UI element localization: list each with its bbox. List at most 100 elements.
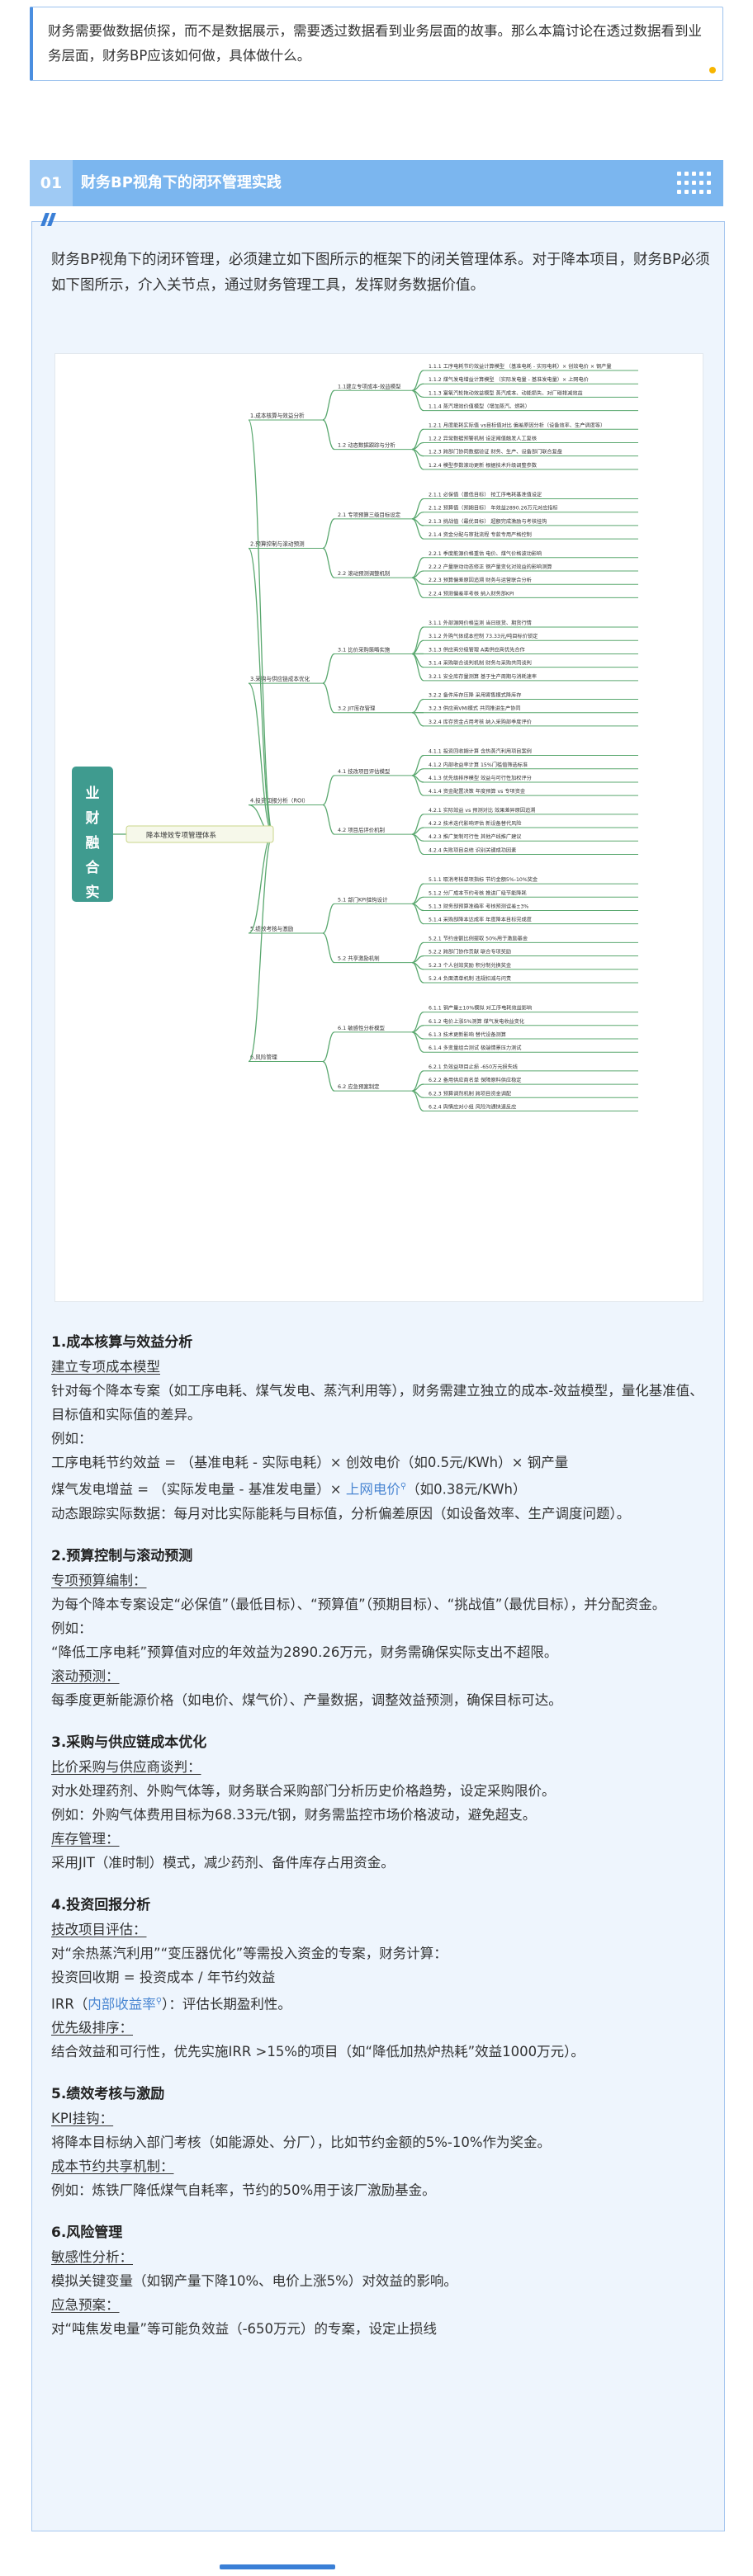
body-line: 煤气发电增益 = （实际发电量 - 基准发电量）× 上网电价⚲（如0.38元/K… [51, 1481, 527, 1498]
mindmap-l1-label: 5.绩效考核与激励 [250, 925, 294, 932]
mindmap-leaf-label: 4.2.3 推广复制可行性 其他产线推广建议 [429, 833, 522, 840]
section-heading: 3.采购与供应链成本优化 [51, 1734, 207, 1751]
mindmap-leaf-label: 4.1.4 资金配置决策 年度预算 vs 专项资金 [429, 788, 526, 795]
term-link[interactable]: 上网电价 [345, 1481, 400, 1498]
mindmap-l2-connector [322, 932, 335, 964]
section-heading: 6.风险管理 [51, 2225, 123, 2241]
mindmap-leaf-label: 4.1.3 优先级排序模型 效益与可行性加权评分 [429, 775, 532, 781]
subheading: 敏感性分析： [51, 2249, 133, 2265]
mindmap-leaf-label: 3.1.1 外部源网价格监测 当日现货、期货行情 [429, 620, 532, 626]
body-line: 投资回收期 = 投资成本 / 年节约效益 [51, 1969, 276, 1985]
subheading: 库存管理： [51, 1830, 120, 1847]
mindmap-leaf-label: 5.2.2 跨部门协作贡献 联合专项奖励 [429, 949, 511, 955]
mindmap-leaf-connector [411, 653, 424, 682]
body-line: 对“余热蒸汽利用”“变压器优化”等需投入资金的专案，财务计算： [51, 1945, 448, 1961]
search-icon[interactable]: ⚲ [400, 1482, 407, 1491]
mindmap-l2-connector [322, 547, 335, 578]
subheading: KPI挂钩： [51, 2111, 114, 2126]
section-header: 01 财务BP视角下的闭环管理实践 [30, 160, 723, 206]
search-icon[interactable]: ⚲ [155, 1996, 163, 2006]
mindmap-leaf-label: 2.1.4 资金分配与审批流程 专款专用严格控制 [429, 531, 532, 538]
mindmap-leaf-label: 6.1.4 多变量组合测试 极端情景压力测试 [429, 1045, 522, 1051]
mindmap-leaf-connector [411, 577, 424, 599]
body-line: 模拟关键变量（如钢产量下降10%、电价上涨5%）对效益的影响。 [51, 2273, 457, 2289]
mindmap-l2-label: 3.1 比价采购策略实施 [338, 645, 391, 653]
subheading: 优先级排序： [51, 2020, 133, 2036]
subheading: 成本节约共享机制： [51, 2158, 174, 2174]
section-heading: 2.预算控制与滚动预测 [51, 1547, 193, 1564]
mindmap-leaf-label: 3.1.4 采购联合谈判机制 财务与采购共同谈判 [429, 660, 532, 667]
mindmap-l2-connector [322, 775, 335, 806]
mindmap-l2-label: 1.1建立专项成本-效益模型 [338, 382, 401, 389]
mindmap-l1-connector [248, 833, 274, 1063]
mindmap-leaf-connector [411, 903, 424, 925]
mindmap-l1-label: 4.投资回报分析（ROI） [250, 797, 309, 804]
mindmap-l1-connector [248, 419, 274, 835]
body-line: 例如：外购气体费用目标为68.33元/t钢，财务需监控市场价格波动，避免超支。 [51, 1806, 537, 1823]
mindmap-root-char: 践 [86, 908, 100, 926]
body-line: 采用JIT（准时制）模式，减少药剂、备件库存占用资金。 [51, 1854, 395, 1871]
grid-dots-icon [677, 172, 712, 195]
mindmap-leaf-label: 4.1.2 内部收益率计算 15%门槛值筛选标准 [429, 762, 528, 768]
mindmap-leaf-label: 6.1.3 技术更新影响 替代设备测算 [429, 1031, 506, 1038]
mindmap-root-char: 融 [86, 835, 100, 852]
intro-callout: 财务需要做数据侦探，而不是数据展示，需要透过数据看到业务层面的故事。那么本篇讨论… [30, 7, 723, 81]
subheading: 应急预案： [51, 2297, 120, 2313]
mindmap-l2-connector [322, 1031, 335, 1063]
mindmap-leaf-label: 1.1.3 富氧汽轮拖动效益模型 蒸汽成本、动能损失、对厂碳排减效益 [429, 389, 583, 396]
mindmap-leaf-label: 4.2.2 技术迭代影响评估 新设备替代风险 [429, 820, 522, 827]
mindmap-root-char: 合 [86, 859, 101, 876]
body-line: 每季度更新能源价格（如电价、煤气价）、产量数据，调整效益预测，确保目标可达。 [51, 1691, 562, 1708]
term-link[interactable]: 内部收益率 [88, 1996, 156, 2012]
mindmap-leaf-label: 5.2.4 负面清单机制 违规扣减与问责 [429, 975, 511, 982]
intro-dot [709, 67, 716, 73]
intro-text: 财务需要做数据侦探，而不是数据展示，需要透过数据看到业务层面的故事。那么本篇讨论… [48, 23, 702, 64]
mindmap-leaf-label: 1.1.1 工序电耗节约效益计算模型 （基准电耗 - 实际电耗）× 创效电价 ×… [429, 363, 612, 370]
scroll-indicator [220, 2564, 335, 2569]
mindmap-leaf-connector [411, 962, 424, 984]
mindmap-leaf-label: 3.2.1 安全库存量测算 基于生产周期与消耗速率 [429, 673, 537, 680]
mindmap-leaf-label: 6.2.3 预算调剂机制 跨项目资金调配 [429, 1090, 511, 1097]
mindmap-l2-label: 6.1 敏感性分析模型 [338, 1024, 386, 1031]
mindmap-leaf-label: 5.1.4 采购部降本达成率 年度降本目标完成度 [429, 917, 532, 923]
mindmap-leaf-label: 6.2.2 备用供应商名单 保障原料供应稳定 [429, 1077, 522, 1083]
mindmap-leaf-label: 3.1.3 供应商分级管理 A类供应商优先合作 [429, 646, 525, 653]
mindmap-leaf-label: 6.1.1 钢产量±10%模拟 对工序电耗效益影响 [429, 1005, 532, 1012]
mindmap-l2-label: 6.2 应急预案制定 [338, 1083, 380, 1090]
lead-paragraph: 财务BP视角下的闭环管理，必须建立如下图所示的框架下的闭关管理体系。对于降本项目… [51, 252, 710, 294]
mindmap-leaf-label: 6.1.2 电价上涨5%测算 煤气发电收益变化 [429, 1018, 524, 1025]
mindmap-leaf-label: 2.1.3 挑战值（最优目标） 超额完成激励与考核挂钩 [429, 518, 547, 525]
mindmap-l2-connector [322, 419, 335, 451]
mindmap-l2-label: 3.2 JIT库存管理 [338, 705, 376, 712]
mindmap-l2-connector [322, 682, 335, 714]
mindmap-diagram: 1.1.1 工序电耗节约效益计算模型 （基准电耗 - 实际电耗）× 创效电价 ×… [54, 353, 703, 1302]
subheading: 专项预算编制： [51, 1572, 147, 1588]
mindmap-leaf-label: 3.1.2 外购气体成本控制 73.33元/吨目标价锁定 [429, 633, 538, 639]
subheading: 技改项目评估： [51, 1921, 147, 1937]
mindmap-leaf-label: 1.2.3 跨部门协同数据验证 财务、生产、设备部门联合复盘 [429, 449, 562, 455]
mindmap-leaf-label: 3.2.4 库存资金占用考核 纳入采购部季度评价 [429, 719, 532, 725]
mindmap-leaf-label: 4.2.1 实际效益 vs 预测对比 效果差异原因追溯 [429, 807, 536, 814]
mindmap-leaf-label: 5.2.1 节约金额比例提取 50%用于激励基金 [429, 935, 528, 941]
body-line: 对水处理药剂、外购气体等，财务联合采购部门分析历史价格趋势，设定采购限价。 [51, 1782, 556, 1799]
mindmap-leaf-label: 1.1.2 煤气发电增益计算模型 （实际发电量 - 基准发电量）× 上网电价 [429, 376, 589, 383]
mindmap-l2-connector [322, 389, 335, 421]
subheading: 滚动预测： [51, 1668, 120, 1684]
mindmap-leaf-label: 2.2.1 季度能源价格重估 电价、煤气价格波动影响 [429, 550, 542, 557]
mindmap-l1-label: 3.采购与供应链成本优化 [250, 675, 310, 682]
mindmap-leaf-label: 2.1.2 预算值（预期目标） 年效益2890.26万元对应指标 [429, 505, 558, 512]
body-line: “降低工序电耗”预算值对应的年效益为2890.26万元，财务需确保实际支出不超限… [51, 1644, 558, 1660]
mindmap-topic-label: 降本增效专项管理体系 [146, 831, 216, 840]
body-line: 结合效益和可行性，优先实施IRR >15%的项目（如“降低加热炉热耗”效益100… [51, 2044, 585, 2059]
mindmap-leaf-label: 2.1.1 必保值（最低目标） 按工序电耗基准值设定 [429, 492, 542, 498]
mindmap-l2-label: 4.2 项目后评价机制 [338, 826, 385, 833]
mindmap-l1-connector [248, 547, 274, 835]
mindmap-leaf-label: 4.2.4 失败项目总结 识别关键成功因素 [429, 847, 516, 853]
body-line: 为每个降本专案设定“必保值”（最低目标）、“预算值”（预期目标）、“挑战值”（最… [51, 1596, 666, 1612]
mindmap-leaf-label: 2.2.4 预测偏差率考核 纳入财务部KPI [429, 590, 514, 597]
mindmap-leaf-label: 1.1.4 蒸汽增效价值模型（增加蒸汽、燃耗） [429, 403, 530, 410]
section-heading: 4.投资回报分析 [51, 1896, 151, 1913]
mindmap-leaf-connector [411, 448, 424, 470]
mindmap-l2-label: 2.1 专项预算三级目标设定 [338, 511, 401, 518]
subheading: 建立专项成本模型 [51, 1359, 160, 1375]
